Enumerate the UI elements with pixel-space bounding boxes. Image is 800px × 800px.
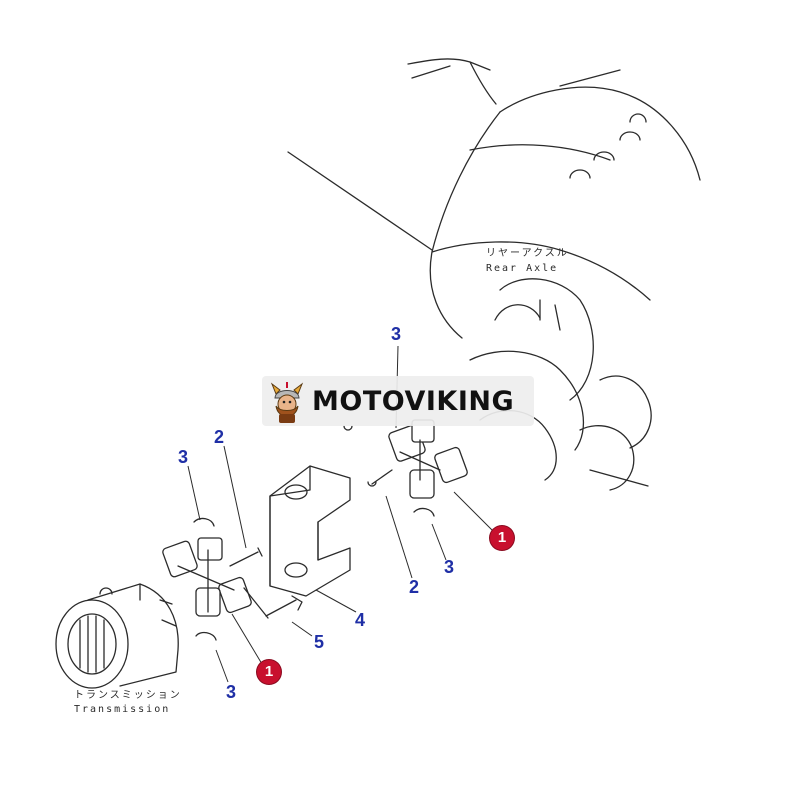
callout-number: 2 xyxy=(214,427,225,447)
transmission-flange xyxy=(55,583,179,689)
watermark-logo: MOTOVIKING xyxy=(262,376,534,426)
callout-number: 5 xyxy=(314,632,325,652)
callout-number: 4 xyxy=(355,610,366,630)
upper-universal-joint xyxy=(343,419,468,517)
callout-number: 3 xyxy=(178,447,189,467)
part-badge: 1 xyxy=(490,526,514,550)
center-bracket xyxy=(269,465,351,597)
callout-number: 3 xyxy=(444,557,455,577)
rear-axle-label-jp: リヤーアクスル xyxy=(486,248,569,259)
leader-lines xyxy=(187,345,497,683)
callout-number: 3 xyxy=(226,682,237,702)
rear-axle-housing xyxy=(287,58,701,491)
transmission-label-jp: トランスミッション xyxy=(74,690,182,701)
lower-universal-joint xyxy=(162,517,303,641)
part-badge: 1 xyxy=(257,660,281,684)
rear-axle-label-en: Rear Axle xyxy=(486,263,559,274)
callout-number: 3 xyxy=(391,324,402,344)
callout-number: 2 xyxy=(409,577,420,597)
watermark-text: MOTOVIKING xyxy=(312,385,515,417)
transmission-label-en: Transmission xyxy=(74,704,171,715)
viking-mascot-icon xyxy=(270,382,304,423)
